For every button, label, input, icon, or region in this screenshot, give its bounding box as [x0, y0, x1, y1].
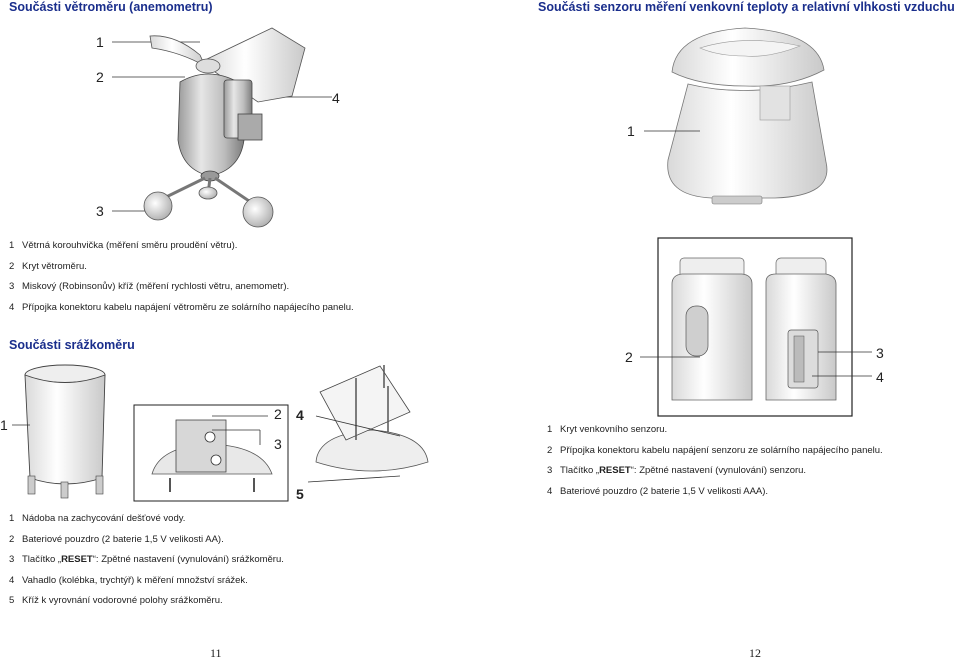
rain-legend-item: 5 Kříž k vyrovnání vodorovné polohy srážk…: [9, 591, 284, 612]
legend-number: 5: [9, 595, 15, 606]
rain-callout-4: 4: [296, 407, 304, 423]
legend-text: Vahadlo (kolébka, trychtýř) k měření mno…: [22, 574, 248, 586]
rain-callout-2: 2: [274, 406, 282, 422]
anemometer-legend-item: 3 Miskový (Robinsonův) kříž (měření rychl…: [9, 277, 354, 298]
sensor-legend-item: 4 Bateriové pouzdro (2 baterie 1,5 V veli…: [547, 482, 883, 503]
rain-base-drawing: [133, 404, 289, 502]
anemometer-callout-2: 2: [96, 69, 104, 85]
legend-text-suffix: “: Zpětné nastavení (vynulování) senzoru…: [630, 465, 807, 476]
legend-text: Kryt větroměru.: [22, 260, 87, 272]
rain-bucket-drawing: [12, 364, 106, 499]
legend-text-prefix: Tlačítko „: [560, 465, 600, 476]
sensor-drawing: [644, 27, 828, 205]
legend-text: Kříž k vyrovnání vodorovné polohy srážko…: [22, 595, 223, 606]
rain-legend-item: 3 Tlačítko „RESET“: Zpětné nastavení (vyn…: [9, 550, 284, 571]
rain-gauge-heading: Součásti srážkoměru: [9, 338, 135, 352]
anemometer-callout-1: 1: [96, 34, 104, 50]
page-number-right: 12: [749, 646, 761, 660]
rain-tipping-drawing: [307, 365, 429, 483]
legend-number: 3: [547, 465, 553, 476]
legend-number: 3: [9, 281, 15, 292]
anemometer-legend-item: 1 Větrná korouhvička (měření směru proudě…: [9, 236, 354, 257]
legend-number: 1: [9, 240, 15, 251]
legend-number: 4: [547, 485, 553, 497]
legend-number: 2: [9, 533, 15, 545]
legend-number: 2: [547, 444, 553, 456]
anemometer-legend: 1 Větrná korouhvička (měření směru proudě…: [9, 236, 354, 318]
legend-text: Bateriové pouzdro (2 baterie 1,5 V velik…: [560, 485, 769, 497]
sensor-callout-4: 4: [876, 369, 884, 385]
legend-text: Přípojka konektoru kabelu napájení větro…: [22, 301, 354, 313]
legend-number: 3: [9, 554, 15, 565]
legend-text-prefix: Tlačítko „: [22, 554, 62, 565]
rain-legend-item: 1 Nádoba na zachycování dešťové vody.: [9, 509, 284, 530]
rain-legend-item: 2 Bateriové pouzdro (2 baterie 1,5 V veli…: [9, 530, 284, 551]
legend-text: Kryt venkovního senzoru.: [560, 424, 668, 435]
anemometer-heading: Součásti větroměru (anemometru): [9, 0, 213, 14]
legend-number: 1: [547, 424, 553, 435]
reset-label: RESET: [599, 465, 631, 476]
legend-text: Bateriové pouzdro (2 baterie 1,5 V velik…: [22, 533, 224, 545]
legend-number: 4: [9, 574, 15, 586]
anemometer-drawing: [112, 27, 332, 228]
rain-callout-3: 3: [274, 436, 282, 452]
rain-callout-1: 1: [0, 417, 8, 433]
legend-text-suffix: “: Zpětné nastavení (vynulování) srážkom…: [92, 554, 284, 565]
rain-legend-item: 4 Vahadlo (kolébka, trychtýř) k měření mn…: [9, 571, 284, 592]
anemometer-callout-4: 4: [332, 90, 340, 106]
anemometer-legend-item: 2 Kryt větroměru.: [9, 257, 354, 278]
legend-number: 2: [9, 260, 15, 272]
anemometer-callout-3: 3: [96, 203, 104, 219]
page-number-left: 11: [210, 646, 222, 660]
sensor-callout-3: 3: [876, 345, 884, 361]
sensor-legend-item: 3 Tlačítko „RESET“: Zpětné nastavení (vyn…: [547, 461, 883, 482]
sensor-legend-item: 2 Přípojka konektoru kabelu napájení senz…: [547, 441, 883, 462]
sensor-detail-drawing: [640, 237, 872, 417]
legend-number: 1: [9, 513, 15, 524]
sensor-legend: 1 Kryt venkovního senzoru. 2 Přípojka kone…: [547, 420, 883, 502]
sensor-callout-2: 2: [625, 349, 633, 365]
legend-text: Miskový (Robinsonův) kříž (měření rychlo…: [22, 281, 290, 292]
sensor-legend-item: 1 Kryt venkovního senzoru.: [547, 420, 883, 441]
reset-label: RESET: [61, 554, 93, 565]
rain-callout-5: 5: [296, 486, 304, 502]
legend-text: Nádoba na zachycování dešťové vody.: [22, 513, 186, 524]
legend-text: Přípojka konektoru kabelu napájení senzo…: [560, 444, 883, 456]
anemometer-legend-item: 4 Přípojka konektoru kabelu napájení větr…: [9, 298, 354, 319]
legend-number: 4: [9, 301, 15, 313]
sensor-heading: Součásti senzoru měření venkovní teploty…: [538, 0, 955, 14]
sensor-callout-1: 1: [627, 123, 635, 139]
rain-gauge-legend: 1 Nádoba na zachycování dešťové vody. 2 Ba…: [9, 509, 284, 612]
legend-text: Větrná korouhvička (měření směru prouděn…: [22, 240, 238, 251]
